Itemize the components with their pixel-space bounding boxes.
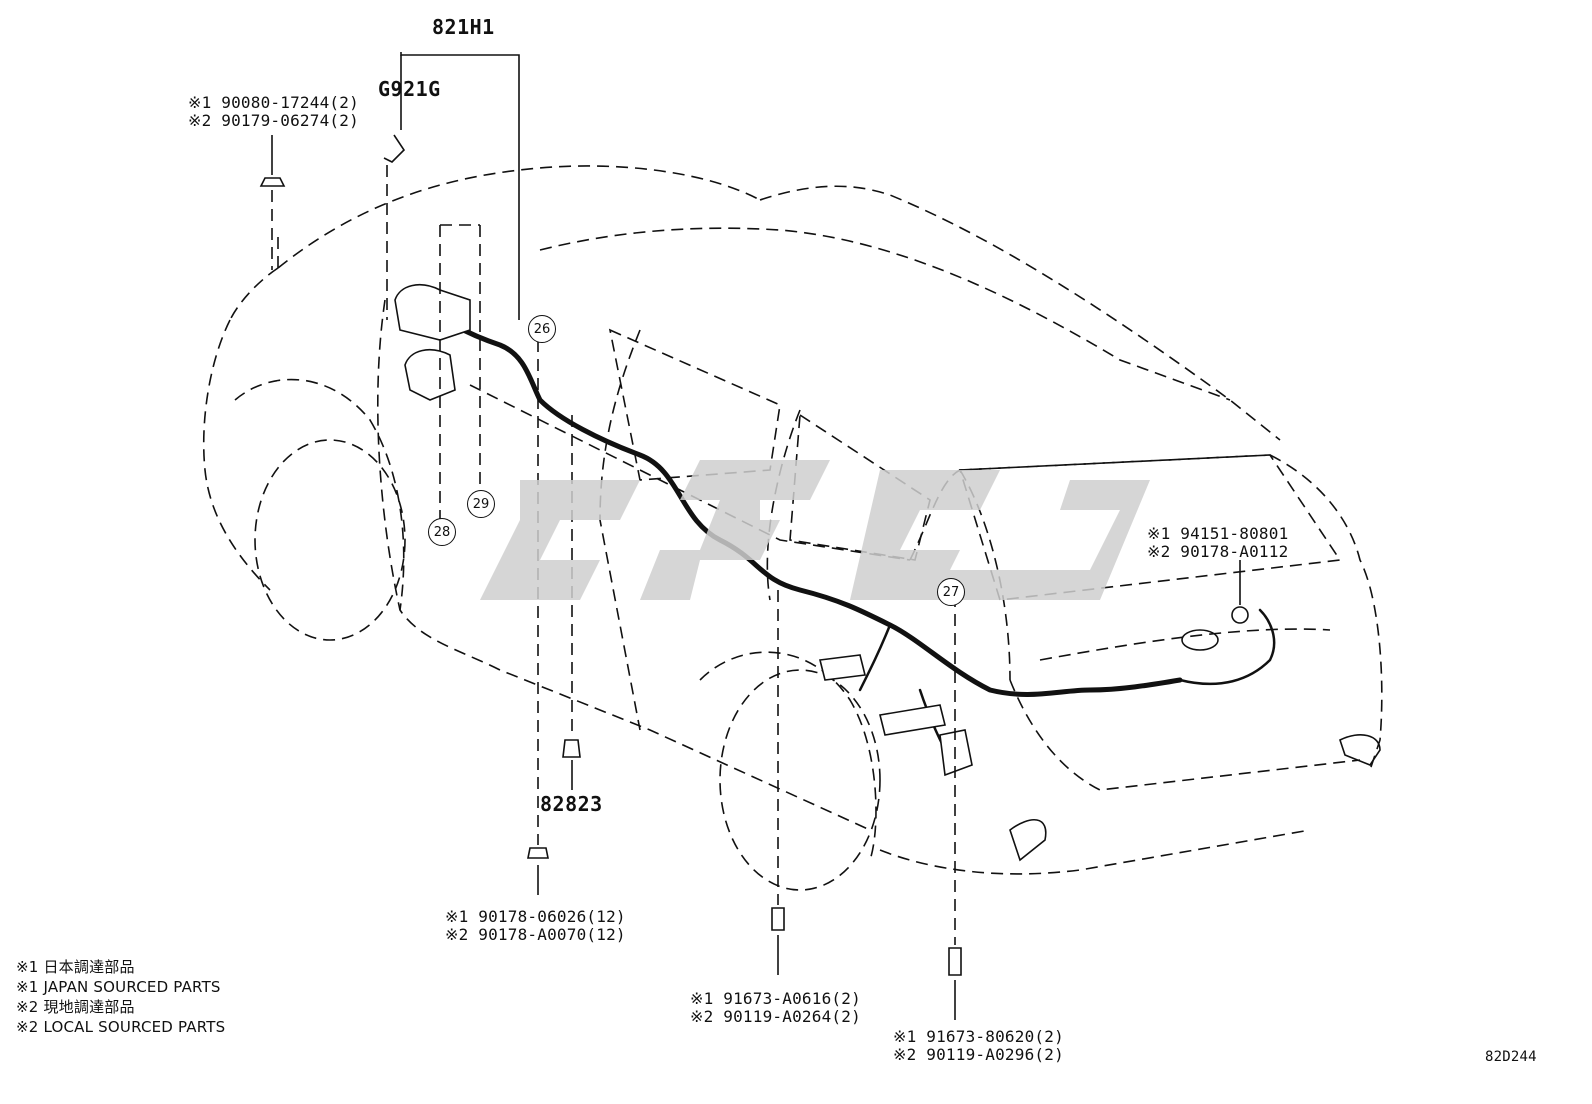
fastener-bottom-center-line2[interactable]: ※2 90178-A0070(12) [445, 925, 626, 944]
fastener-top-left-line1[interactable]: ※1 90080-17244(2) [188, 93, 359, 112]
part-label-82823[interactable]: 82823 [540, 792, 603, 816]
fastener-bottom-right-line1[interactable]: ※1 91673-80620(2) [893, 1027, 1064, 1046]
callout-26[interactable]: 26 [528, 315, 556, 343]
diagram-code: 82D244 [1485, 1049, 1537, 1065]
fastener-bottom-mid-line1[interactable]: ※1 91673-A0616(2) [690, 989, 861, 1008]
fastener-bottom-center-line1[interactable]: ※1 90178-06026(12) [445, 907, 626, 926]
callout-28[interactable]: 28 [428, 518, 456, 546]
fastener-bottom-right-line2[interactable]: ※2 90119-A0296(2) [893, 1045, 1064, 1064]
fastener-bottom-mid-line2[interactable]: ※2 90119-A0264(2) [690, 1007, 861, 1026]
wire-harness [394, 284, 1276, 777]
fastener-top-left-line2[interactable]: ※2 90179-06274(2) [188, 111, 359, 130]
part-label-G921G[interactable]: G921G [378, 77, 441, 101]
callout-27[interactable]: 27 [937, 578, 965, 606]
legend-line-4: ※2 LOCAL SOURCED PARTS [16, 1018, 226, 1036]
watermark-logo [480, 460, 1150, 600]
fastener-right-side-line2[interactable]: ※2 90178-A0112 [1147, 542, 1289, 561]
vehicle-body-outline [202, 165, 1383, 891]
callout-29[interactable]: 29 [467, 490, 495, 518]
legend-line-2: ※1 JAPAN SOURCED PARTS [16, 978, 221, 996]
legend-line-3: ※2 現地調達部品 [16, 998, 135, 1016]
part-label-821H1[interactable]: 821H1 [432, 15, 495, 39]
fastener-right-side-line1[interactable]: ※1 94151-80801 [1147, 524, 1289, 543]
legend-line-1: ※1 日本調達部品 [16, 958, 135, 976]
